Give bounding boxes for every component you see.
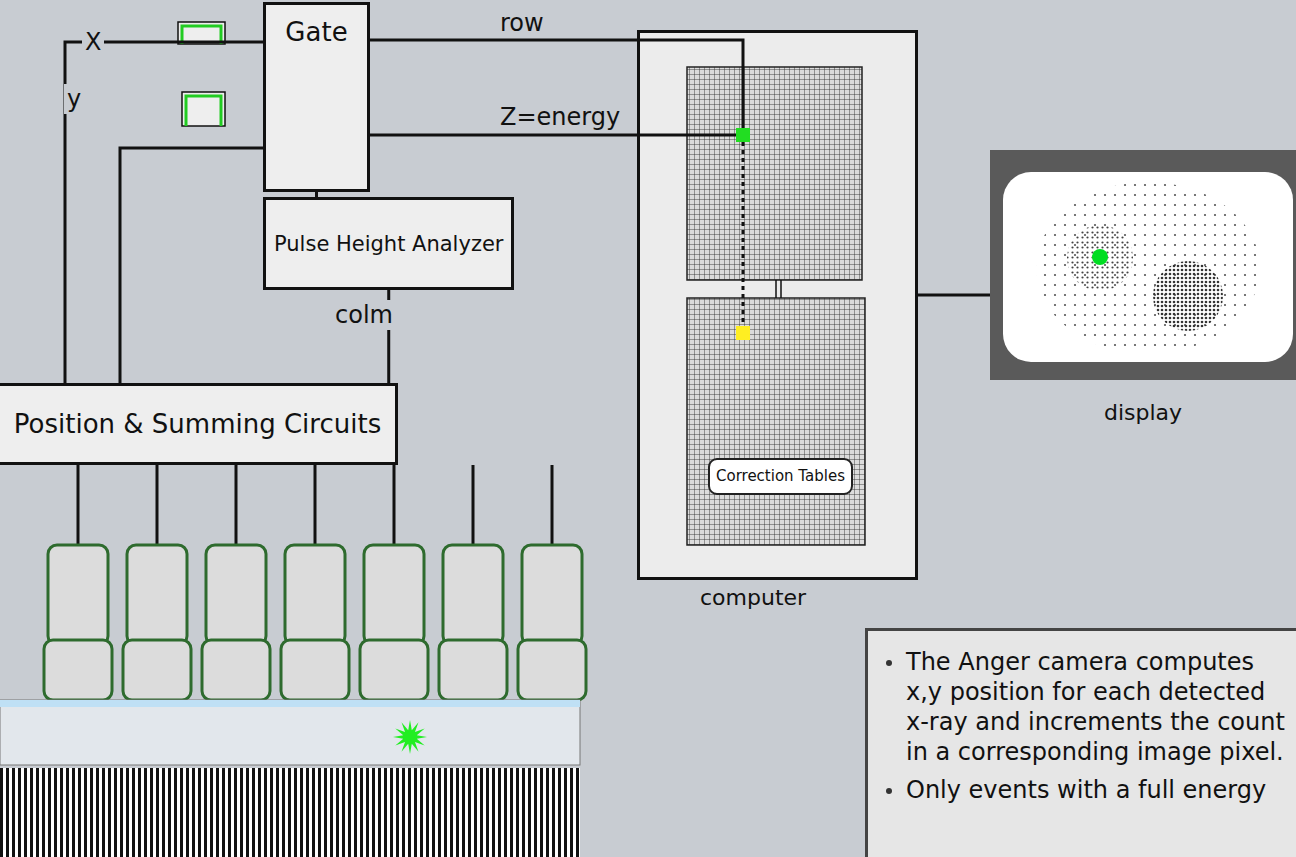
- signal-label: X: [82, 27, 104, 57]
- row-wire: [637, 134, 736, 137]
- bullet-dot: [886, 788, 892, 794]
- display-matrix: [687, 298, 865, 545]
- computer-housing: [637, 30, 918, 580]
- node-label: display: [990, 400, 1296, 425]
- signal-label: Z=energy: [497, 102, 623, 132]
- bullet-dot: [886, 660, 892, 666]
- signal-wire: [370, 39, 637, 42]
- screen: [1003, 172, 1293, 362]
- event-dot: [1092, 249, 1108, 265]
- signal-label: row: [497, 8, 547, 38]
- copy-line: [742, 142, 745, 326]
- signal-wire: [120, 148, 263, 383]
- y-pulse-icon: [182, 92, 225, 126]
- signal-wire: [65, 42, 263, 383]
- colm-wire: [637, 40, 743, 128]
- scintillation: [393, 720, 427, 754]
- bus: [780, 280, 782, 298]
- table-box: Correction Tables: [708, 458, 853, 495]
- monitor: [990, 150, 1296, 380]
- bullet-item: Only events with a full energy: [884, 775, 1292, 805]
- computer-box: computerCorrection Tables: [637, 30, 918, 580]
- signal-label: y: [64, 84, 84, 114]
- gate-box: Gate: [263, 2, 370, 192]
- note-box: The Anger camera computes x,y position f…: [865, 628, 1296, 857]
- image-matrix: [687, 67, 862, 280]
- bullet-item: The Anger camera computes x,y position f…: [884, 647, 1292, 767]
- hot-spot: [1153, 261, 1223, 331]
- signal-wire: [918, 294, 990, 297]
- signal-label: colm: [332, 300, 396, 330]
- light-guide: [0, 700, 580, 707]
- node-label: Pulse Height Analyzer: [274, 232, 503, 256]
- node-label: computer: [700, 585, 806, 610]
- note-text: The Anger camera computes x,y position f…: [906, 647, 1292, 767]
- circuit-box: Position & Summing Circuits: [0, 383, 398, 465]
- crystal: [0, 700, 580, 765]
- collimator: [0, 768, 580, 857]
- node-label: Correction Tables: [716, 468, 845, 485]
- signal-wire: [370, 134, 637, 137]
- body-image: [1036, 182, 1260, 354]
- bus: [775, 280, 777, 298]
- photomultiplier-tubes: [44, 465, 586, 700]
- analyzer-box: Pulse Height Analyzer: [263, 197, 514, 290]
- note-text: Only events with a full energy: [906, 775, 1292, 805]
- pixel: [736, 326, 750, 340]
- display-box: display: [990, 150, 1296, 380]
- pixel: [736, 128, 750, 142]
- hot-spot: [1067, 225, 1133, 291]
- node-label: Gate: [285, 17, 347, 47]
- node-label: Position & Summing Circuits: [14, 409, 381, 439]
